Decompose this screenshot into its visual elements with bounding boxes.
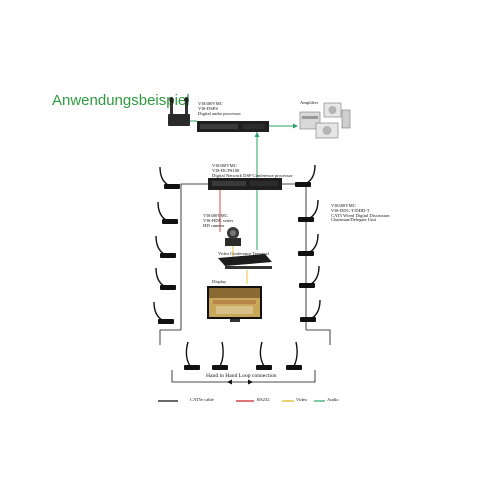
mic-bases-left [158, 184, 180, 324]
gooseneck-microphone-icon [185, 341, 298, 367]
video-conference-terminal [218, 254, 272, 269]
ptz-camera-icon [225, 227, 241, 246]
wireless-mic-receiver-icon [168, 97, 190, 126]
amplifier [299, 111, 321, 130]
units-label: VIS300VMC VIS-DDC-T/DDD-T CAT5 Wired Dig… [331, 203, 390, 223]
dsp-label: VIS300VMC VIS-DSPS Digital audio process… [198, 101, 241, 116]
terminal-label: Video Conference Terminal [218, 251, 269, 256]
legend-rs232: RS232 [257, 397, 270, 402]
loudspeaker-icon [315, 102, 351, 139]
loop-label: Hand in Hand Loop connection [206, 373, 277, 379]
mic-bases-bottom [184, 365, 302, 370]
camera-label: VIS300VMC VIS-HDC series HD camera [203, 213, 234, 228]
legend-video: Video [296, 397, 307, 402]
dcp-label: VIS300VMC VIS-DCPS100 Digital Network DS… [212, 163, 293, 178]
gooseneck-microphone-icon [153, 166, 169, 321]
gooseneck-microphone-icon [306, 164, 321, 319]
legend-audio: Audio [327, 397, 339, 402]
dcp-processor [208, 178, 282, 190]
legend-cat5: CAT5e cable [190, 397, 214, 402]
dsp-processor [197, 121, 269, 132]
diagram-title: Anwendungsbeispiel [52, 92, 190, 109]
mic-bases-right [295, 182, 316, 322]
display [207, 286, 262, 322]
display-label: Display [212, 279, 227, 284]
amplifier-label: Amplifier [300, 100, 319, 105]
